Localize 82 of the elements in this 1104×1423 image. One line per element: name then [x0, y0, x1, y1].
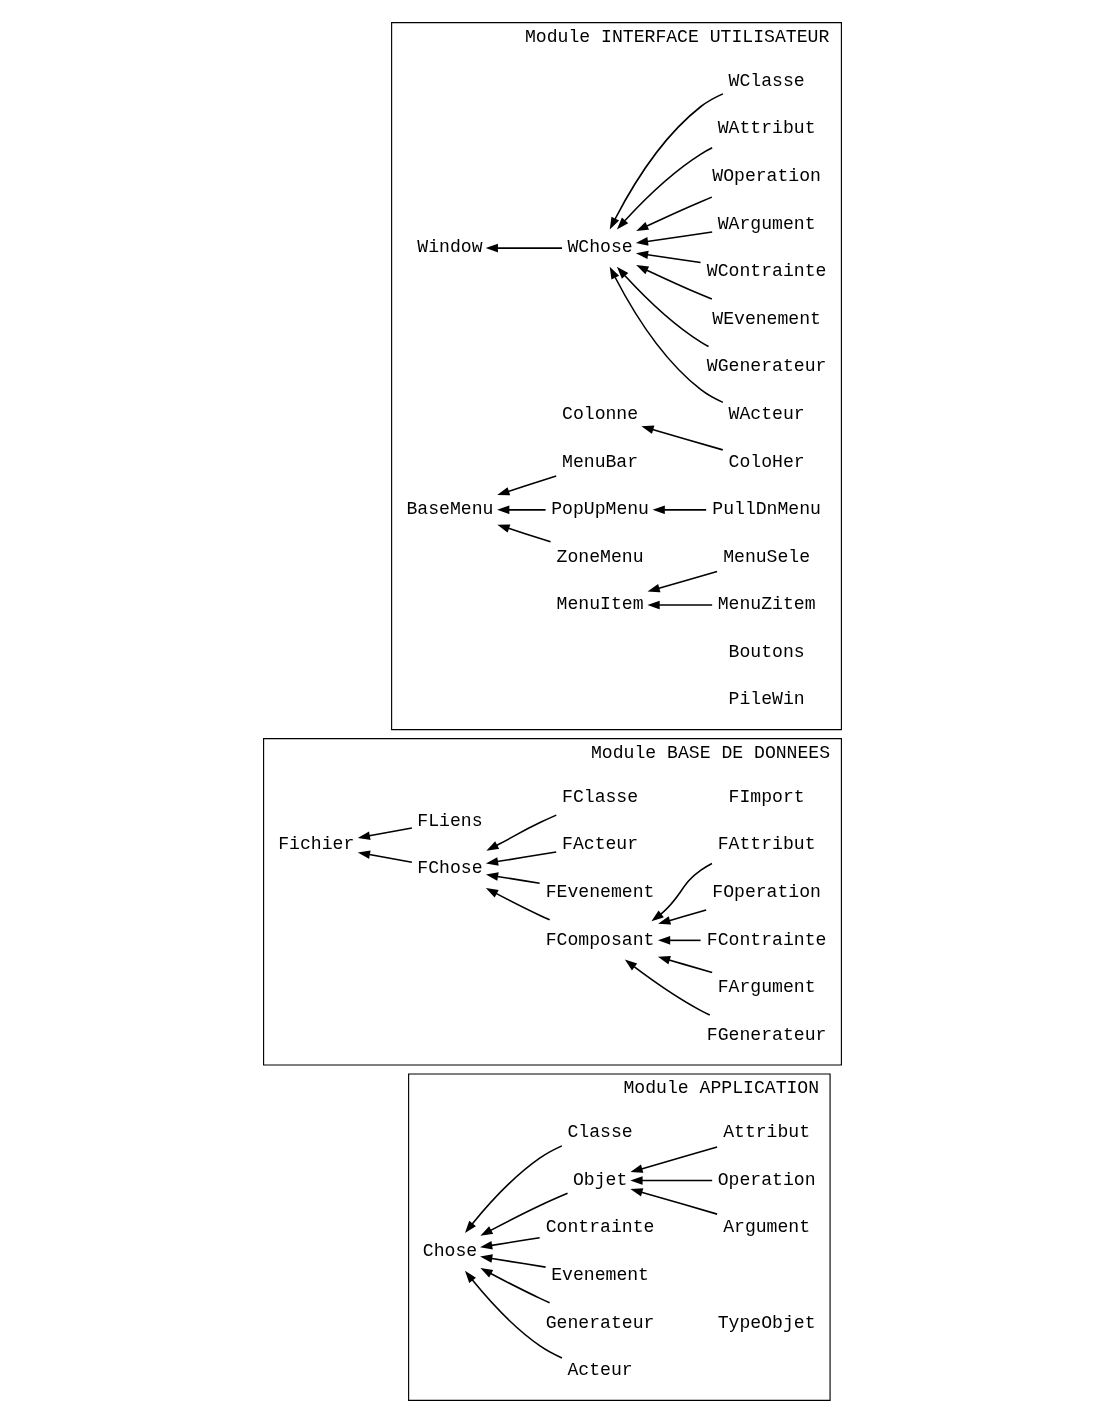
node-text: Attribut	[722, 1122, 810, 1143]
node-text: Boutons	[728, 641, 805, 662]
arrow	[657, 909, 707, 925]
node-text: ZoneMenu	[556, 546, 644, 567]
node-text: BaseMenu	[405, 499, 493, 520]
node-text: FImport	[728, 786, 805, 807]
node-text: Window	[416, 237, 483, 258]
node-text: MenuSele	[722, 546, 810, 567]
node-text: FAttribut	[717, 834, 816, 855]
node-text: FArgument	[717, 977, 816, 998]
arrow	[479, 1192, 568, 1236]
node-text: Evenement	[550, 1265, 649, 1286]
node-text: WContrainte	[706, 261, 826, 282]
arrow	[357, 850, 413, 864]
arrow	[629, 1188, 718, 1215]
arrow	[635, 250, 701, 264]
node-text: FOperation	[711, 882, 821, 903]
arrow	[657, 936, 701, 945]
arrow	[635, 196, 713, 232]
node-text: Argument	[722, 1217, 810, 1238]
node-text: MenuItem	[556, 594, 644, 615]
node-text: WOperation	[711, 166, 821, 187]
node-text: WClasse	[728, 70, 805, 91]
node-text: WActeur	[728, 403, 805, 424]
node-text: FLiens	[416, 810, 483, 831]
arrow	[485, 243, 563, 253]
arrow	[652, 505, 707, 515]
node-text: Fichier	[277, 834, 354, 855]
node-text: TypeObjet	[717, 1312, 816, 1333]
node-text: FActeur	[561, 834, 638, 855]
node-text: Chose	[422, 1241, 477, 1262]
node-text: FEvenement	[545, 882, 654, 903]
node-text: FComposant	[545, 929, 654, 950]
node-text: WArgument	[717, 213, 816, 234]
arrow	[485, 887, 550, 921]
arrow	[624, 959, 711, 1016]
node-text: FChose	[416, 858, 483, 879]
arrow	[640, 425, 724, 451]
arrow	[464, 1145, 563, 1234]
arrow	[629, 1146, 718, 1173]
arrow	[496, 524, 551, 543]
node-text: FClasse	[561, 786, 638, 807]
arrow	[616, 147, 713, 230]
arrow	[479, 1267, 550, 1304]
arrow	[635, 265, 713, 300]
arrow	[357, 827, 413, 840]
node-text: FContrainte	[706, 929, 826, 950]
node-text: PileWin	[728, 689, 805, 710]
node-text: Objet	[572, 1169, 627, 1190]
node-text: Acteur	[566, 1360, 633, 1381]
arrow	[479, 1236, 540, 1250]
arrow	[609, 93, 724, 230]
node-text: ColoHer	[728, 451, 805, 472]
node-text: Contrainte	[545, 1217, 654, 1238]
arrow	[646, 600, 713, 610]
node-text: PullDnMenu	[711, 499, 821, 520]
node-text: Colonne	[561, 403, 638, 424]
arrow	[629, 1176, 713, 1185]
arrow	[657, 956, 713, 974]
node-text: Generateur	[545, 1312, 654, 1333]
arrow	[485, 851, 557, 866]
node-text: WEvenement	[711, 308, 821, 329]
arrow	[496, 475, 557, 496]
node-text: FGenerateur	[706, 1024, 826, 1045]
node-text: WAttribut	[717, 118, 816, 139]
node-text: WGenerateur	[706, 356, 826, 377]
node-text: Classe	[566, 1122, 633, 1143]
node-text: MenuBar	[561, 451, 638, 472]
node-text: WChose	[566, 237, 633, 258]
node-text: MenuZitem	[717, 594, 816, 615]
arrow	[609, 266, 724, 404]
arrow	[485, 814, 557, 851]
arrow	[464, 1270, 563, 1359]
node-text: Operation	[717, 1169, 816, 1190]
arrow	[616, 266, 709, 348]
arrow	[650, 862, 713, 922]
arrow	[485, 872, 540, 885]
arrow	[496, 505, 546, 515]
arrow	[647, 570, 718, 593]
arrow	[479, 1254, 546, 1268]
node-text: PopUpMenu	[550, 499, 649, 520]
arrow	[635, 231, 713, 246]
